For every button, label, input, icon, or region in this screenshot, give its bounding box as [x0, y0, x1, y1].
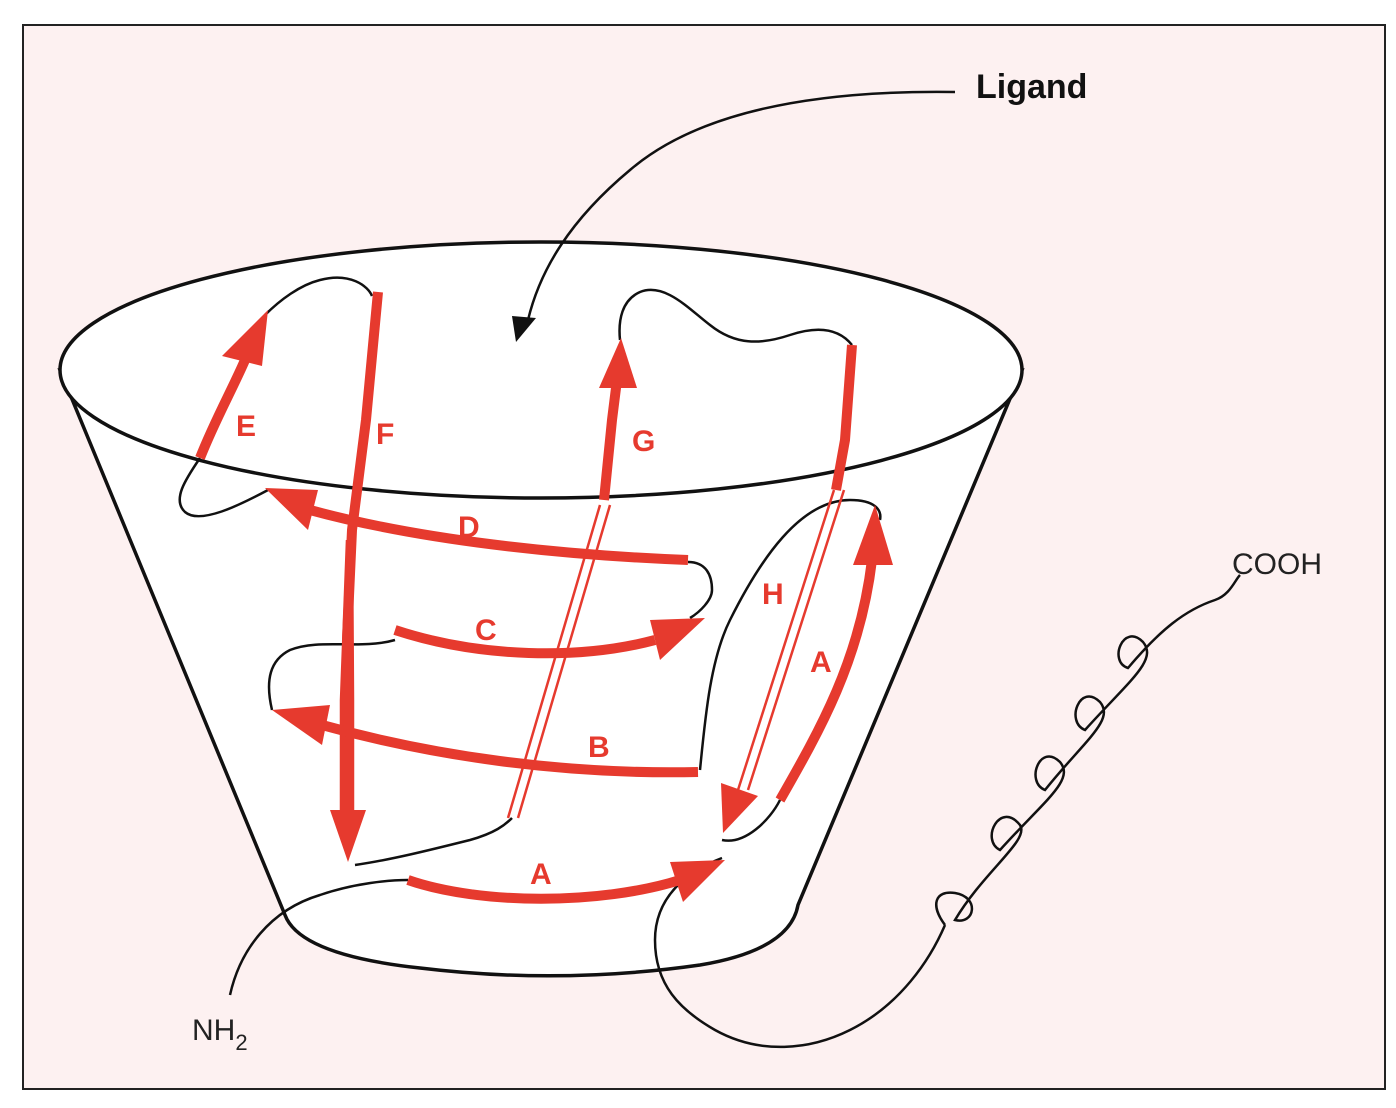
loop-c-to-d — [687, 560, 714, 620]
label-strand-a-right: A — [810, 646, 832, 679]
strand-h-thin-2 — [746, 489, 846, 791]
c-terminal-helix — [935, 574, 1241, 926]
strand-b — [320, 720, 699, 778]
ligand-arrow — [526, 90, 956, 321]
label-strand-a-bottom: A — [530, 858, 552, 891]
strand-g — [599, 379, 622, 501]
strand-h-arrowhead — [721, 783, 758, 833]
strand-b-arrowhead — [272, 705, 330, 745]
loop-h-to-b — [698, 498, 882, 771]
label-strand-e: E — [236, 410, 256, 443]
strand-e-arrowhead — [222, 310, 268, 366]
label-strand-c: C — [475, 614, 497, 647]
ligand-label: Ligand — [976, 68, 1087, 106]
loop-a-to-a — [653, 856, 947, 1049]
strand-a-bottom — [406, 875, 682, 904]
loop-f-to-g — [354, 817, 513, 867]
strand-g-arrowhead — [599, 338, 637, 388]
strand-c-arrowhead — [650, 618, 705, 660]
strand-d — [308, 505, 689, 565]
strand-f-thin-2 — [350, 539, 355, 820]
barrel-rim — [58, 240, 1024, 500]
strand-a-right — [775, 559, 877, 803]
n-terminus-subscript: 2 — [235, 1030, 247, 1055]
loop-g-to-h — [618, 288, 853, 346]
strand-f — [342, 291, 383, 810]
loop-e-bottom — [178, 457, 269, 518]
strand-a-bottom-arrowhead — [670, 860, 725, 902]
c-terminus-label: COOH — [1232, 548, 1322, 581]
strand-c — [393, 625, 657, 659]
loop-e-to-f — [264, 276, 374, 316]
strand-d-arrowhead — [265, 488, 318, 530]
strand-f-thin-1 — [339, 539, 349, 820]
ligand-arrowhead — [512, 316, 536, 342]
strand-e — [195, 358, 250, 460]
label-strand-d: D — [458, 511, 480, 544]
label-strand-f: F — [376, 418, 394, 451]
strand-h-thin-1 — [736, 489, 836, 791]
label-strand-h: H — [762, 578, 784, 611]
strand-a-right-arrowhead — [853, 505, 893, 565]
label-strand-b: B — [588, 731, 610, 764]
strand-f-arrowhead — [330, 810, 366, 862]
label-strand-g: G — [632, 425, 655, 458]
loop-nterm — [228, 878, 409, 996]
loop-b-to-c — [267, 638, 396, 711]
loop-a-to-h — [721, 799, 782, 842]
n-terminus-label: NH2 — [192, 1014, 248, 1055]
strand-h — [831, 344, 857, 491]
